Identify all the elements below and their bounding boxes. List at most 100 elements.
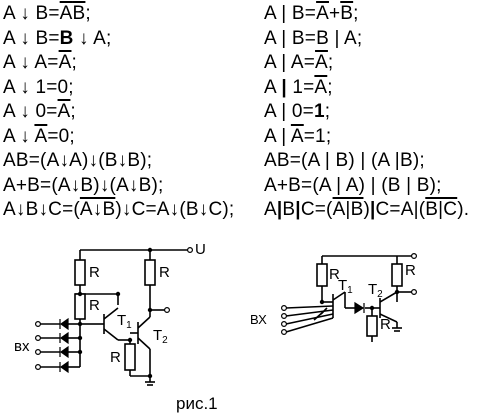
resistor-r6: [391, 263, 403, 287]
formula-segment: A | B=: [264, 3, 317, 24]
circuit-diagrams: U R R R R T1 T2 вх R R R T1 T2 ВХ: [14, 241, 418, 386]
supply-terminal-2: [411, 253, 418, 260]
transistor-label-t1: T1: [117, 312, 132, 331]
formula-segment: ;: [327, 52, 334, 73]
resistor-label-1: R: [89, 264, 100, 281]
input-terminal-5: [281, 304, 288, 311]
formula-segment: A: [34, 125, 48, 147]
nor-formula-3: A ↓ A=A;: [3, 51, 234, 76]
input-terminal-6: [281, 312, 288, 319]
transistor-label-t3: T1: [338, 277, 353, 296]
diode-4-symbol: [59, 360, 69, 374]
input-terminal-3: [34, 348, 41, 355]
formula-segment: ): [363, 199, 370, 220]
nand-formula-7: AB=(A | B) | (A |B);: [264, 149, 469, 174]
formula-segment: ;: [70, 101, 76, 122]
diode-1-symbol: [59, 317, 69, 331]
resistor-r3: [74, 293, 86, 320]
nand-formula-6: A | A=1;: [264, 125, 469, 150]
formula-segment: C=A|(: [375, 199, 426, 220]
nand-formula-9: A|B|C=(A|B)|C=A|(B|C).: [264, 198, 469, 223]
input-terminal-8: [281, 328, 288, 335]
formula-segment: A |: [264, 125, 291, 147]
formula-segment: 1=: [286, 76, 315, 98]
formula-segment: A: [315, 52, 328, 73]
formula-segment: A↓B: [79, 199, 116, 220]
formula-segment: |: [295, 199, 301, 220]
circuit-2-wiring: [285, 255, 412, 342]
input-label-2: ВХ: [250, 312, 267, 327]
nor-formula-4: A ↓ 1=0;: [3, 76, 234, 101]
nand-formula-8: A+B=(A | A) | (B | B);: [264, 174, 469, 199]
resistor-r4: [124, 343, 136, 371]
resistor-r2: [144, 259, 156, 286]
formula-segment: B: [340, 3, 354, 24]
formula-segment: ;: [71, 52, 77, 73]
formula-segment: A ↓ B=: [3, 3, 60, 24]
formula-segment: A: [58, 52, 72, 73]
formula-segment: ↓ A;: [73, 27, 112, 49]
formula-segment: AB=(A | B) | (A |B);: [264, 150, 425, 171]
formula-segment: A: [264, 199, 277, 220]
input-terminal-2: [34, 334, 41, 341]
diode-2-symbol: [59, 331, 69, 345]
formula-segment: ;: [353, 3, 359, 24]
formula-segment: B: [59, 27, 74, 49]
output-terminal-2: [411, 288, 418, 295]
resistor-r5: [316, 263, 328, 287]
nand-formulas: A | B=A+B;A | B=B | A;A | A=A;A | 1=A;A …: [264, 2, 469, 223]
nand-formula-3: A | A=A;: [264, 51, 469, 76]
input-terminal-4: [34, 364, 41, 371]
resistor-label-5: R: [329, 266, 340, 283]
nand-formula-4: A | 1=A;: [264, 76, 469, 101]
formula-segment: A: [316, 3, 329, 24]
nor-formula-9: A↓B↓C=(A↓B)↓C=A↓(B↓C);: [3, 198, 234, 223]
diode-5-symbol: [354, 301, 365, 315]
formula-segment: )↓C=A↓(B↓C);: [115, 199, 235, 220]
formula-segment: A ↓: [3, 125, 35, 147]
formula-segment: A: [290, 125, 304, 147]
resistor-label-2: R: [159, 264, 170, 281]
formula-segment: A+B=(A | A) | (B | B);: [264, 174, 442, 196]
output-terminal-1: [164, 306, 171, 313]
formula-segment: C=(: [300, 199, 333, 220]
input-terminal-1: [34, 320, 41, 327]
formula-segment: A | A=: [264, 52, 316, 73]
nor-formula-5: A ↓ 0=A;: [3, 100, 234, 125]
formula-segment: |: [369, 199, 376, 220]
formula-segment: B: [72, 3, 86, 24]
resistor-r7: [366, 315, 378, 337]
formula-segment: |: [276, 199, 283, 220]
formula-segment: |: [281, 76, 287, 98]
formula-segment: =0;: [47, 125, 75, 147]
formula-segment: A | B=B | A;: [264, 27, 363, 49]
input-terminal-7: [281, 320, 288, 327]
formula-segment: A ↓ A=: [3, 52, 59, 73]
formula-segment: ;: [85, 3, 91, 24]
resistor-label-3: R: [89, 297, 100, 314]
formula-segment: ).: [457, 199, 470, 220]
nor-formula-2: A ↓ B=B ↓ A;: [3, 27, 234, 52]
supply-terminal-1: [187, 247, 194, 254]
formula-segment: B|C: [425, 199, 458, 220]
formula-segment: A: [59, 3, 73, 24]
formula-segment: A: [264, 76, 282, 98]
resistor-label-6: R: [405, 262, 416, 279]
nor-formula-6: A ↓ A=0;: [3, 125, 234, 150]
input-label-1: вх: [14, 338, 30, 355]
diode-3-symbol: [59, 345, 69, 359]
formula-segment: A ↓ 0=: [3, 101, 58, 122]
formula-segment: A: [57, 101, 71, 122]
nor-formulas: A ↓ B=AB;A ↓ B=B ↓ A;A ↓ A=A;A ↓ 1=0;A ↓…: [3, 2, 234, 223]
resistor-r1: [74, 259, 86, 286]
formula-segment: A ↓ 1=0;: [3, 76, 74, 98]
figure-caption: рис.1: [176, 394, 218, 413]
resistor-label-4: R: [110, 349, 121, 366]
formula-segment: A | 0=: [264, 101, 314, 122]
resistor-label-7: R: [380, 316, 391, 333]
formula-segment: AB=(A↓A)↓(B↓B);: [3, 150, 153, 171]
transistor-label-t2: T2: [153, 327, 168, 346]
formula-segment: 1: [313, 101, 325, 122]
formula-segment: A ↓ B=: [3, 27, 60, 49]
formula-segment: A: [314, 76, 328, 98]
